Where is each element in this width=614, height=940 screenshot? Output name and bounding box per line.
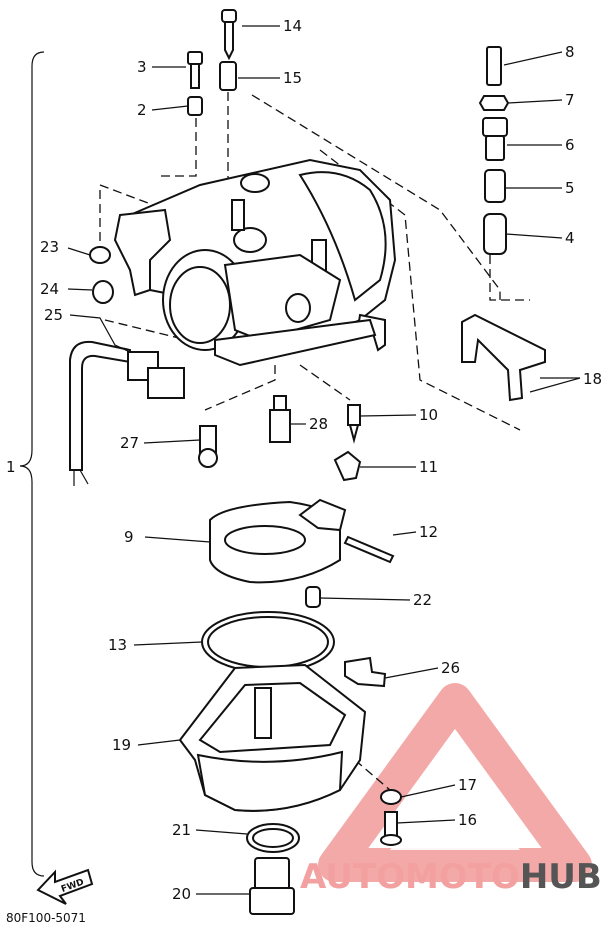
watermark-logo-triangle (318, 683, 592, 882)
part-23-cap (89, 246, 111, 264)
callout-14: 14 (283, 17, 302, 35)
part-22-screw (305, 586, 321, 608)
svg-text:AUTOMOTOHUB: AUTOMOTOHUB (300, 857, 602, 897)
part-28-jet (269, 395, 291, 443)
callout-labels: 14 15 3 2 8 7 6 5 4 18 23 24 25 27 28 10… (40, 17, 602, 903)
callout-26: 26 (441, 659, 460, 677)
callout-6: 6 (565, 136, 575, 154)
part-9-float (209, 498, 347, 584)
callout-25: 25 (44, 306, 63, 324)
callout-23: 23 (40, 238, 59, 256)
part-11-clip (333, 450, 362, 482)
carburetor-body (113, 158, 397, 367)
watermark-text-a: AUTOMOTO (300, 857, 520, 897)
leader-lines (67, 25, 581, 895)
part-20-plug (249, 857, 295, 915)
callout-22: 22 (413, 591, 432, 609)
callout-19: 19 (112, 736, 131, 754)
part-7-nut (478, 95, 510, 111)
part-10-needle-valve (347, 404, 361, 444)
group-brace (19, 51, 45, 877)
callout-28: 28 (309, 415, 328, 433)
callout-13: 13 (108, 636, 127, 654)
part-12-pin (343, 535, 395, 564)
part-24-spring (92, 280, 114, 304)
callout-18: 18 (583, 370, 602, 388)
callout-9: 9 (124, 528, 134, 546)
watermark: AUTOMOTOHUB (300, 683, 602, 897)
callout-8: 8 (565, 43, 575, 61)
callout-16: 16 (458, 811, 477, 829)
callout-3: 3 (137, 58, 147, 76)
callout-21: 21 (172, 821, 191, 839)
callout-12: 12 (419, 523, 438, 541)
callout-4: 4 (565, 229, 575, 247)
part-15-spring (219, 61, 237, 91)
part-27-jet (198, 425, 218, 468)
diagram-code: 80F100-5071 (6, 911, 86, 925)
part-6-valve (482, 117, 508, 161)
group-label: 1 (6, 458, 16, 476)
watermark-logo-inner (390, 760, 520, 850)
callout-2: 2 (137, 101, 147, 119)
part-21-oring (246, 823, 300, 853)
part-4-plunger (483, 213, 507, 255)
part-13-gasket (201, 611, 335, 673)
part-14-screw (221, 9, 237, 61)
callout-11: 11 (419, 458, 438, 476)
part-3-screw (187, 51, 203, 89)
callout-17: 17 (458, 776, 477, 794)
callout-5: 5 (565, 179, 575, 197)
part-26-bracket (344, 656, 387, 688)
part-17-washer (380, 789, 402, 805)
part-19-float-bowl (178, 663, 367, 812)
fwd-arrow-icon: FWD (36, 868, 94, 905)
part-18-hose (461, 313, 546, 402)
watermark-text-b: HUB (520, 857, 602, 897)
part-2-spring (187, 96, 203, 116)
part-16-screw (380, 811, 402, 846)
part-5-spring (484, 169, 506, 203)
callout-15: 15 (283, 69, 302, 87)
callout-20: 20 (172, 885, 191, 903)
callout-24: 24 (40, 280, 59, 298)
part-8-screw (486, 46, 502, 86)
part-25-wire-sensor (69, 340, 185, 486)
callout-27: 27 (120, 434, 139, 452)
callout-10: 10 (419, 406, 438, 424)
callout-7: 7 (565, 91, 575, 109)
